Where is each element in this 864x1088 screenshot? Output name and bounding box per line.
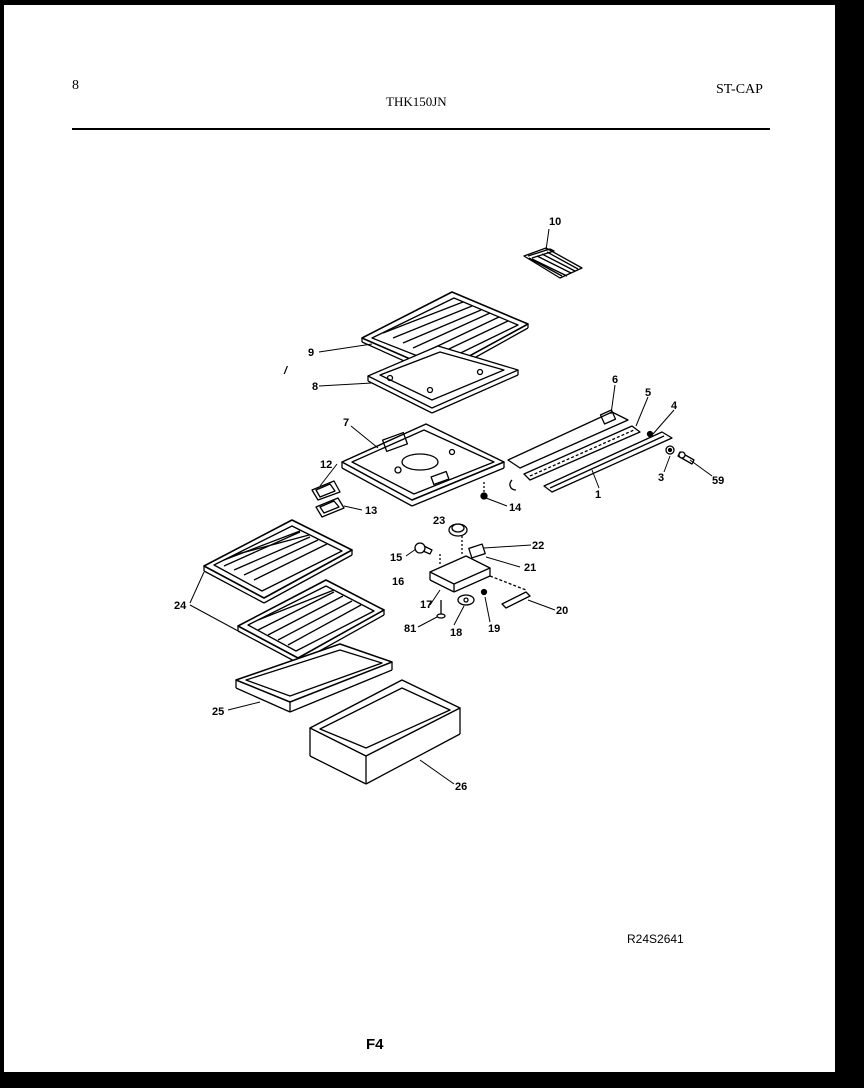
callout-81: 81 [404,623,416,635]
drawing-sheet [4,5,835,1072]
callout-12: 12 [320,459,332,471]
part-24-upper-shelf [203,519,353,604]
part-8-shelf-frame [367,345,519,414]
callout-6: 6 [612,374,618,386]
callout-59: 59 [712,475,724,487]
callout-1: / [283,365,289,377]
part-19-screw [480,588,488,596]
part-25-crisper-cover [235,643,393,713]
part-59-screw [677,451,695,465]
part-18-washer [457,594,475,606]
part-1-channel [543,431,673,493]
part-22-socket [468,543,486,559]
part-4-screw [646,430,654,438]
callout-8: 8 [312,381,318,393]
part-14-screw [480,492,488,500]
callout-23: 23 [433,515,445,527]
page-number: 8 [72,78,79,93]
section-code: ST-CAP [716,82,763,97]
callout-25: 25 [212,706,224,718]
callout-16: 16 [392,576,404,588]
part-10-grille [523,247,583,279]
callout-1b: 1 [595,489,601,501]
part-5-heater [509,425,641,491]
part-26-crisper-drawer [309,679,461,785]
callout-4: 4 [671,400,678,412]
callout-3: 3 [658,472,664,484]
callout-20: 20 [556,605,568,617]
part-12-clip [311,480,341,501]
callout-21: 21 [524,562,536,574]
part-7-cover [341,423,505,507]
callout-10: 10 [549,216,561,228]
figure-code: F4 [366,1036,384,1053]
callout-5: 5 [645,387,651,399]
part-23-knob [448,523,468,537]
callout-18: 18 [450,627,462,639]
part-15-bulb [414,542,433,555]
callout-19: 19 [488,623,500,635]
part-17-housing [429,555,491,593]
callout-14: 14 [509,502,522,514]
part-13-clip [315,497,345,518]
callout-24: 24 [174,600,187,612]
model-number: THK150JN [386,94,447,109]
header-rule [72,128,770,130]
callout-9: 9 [308,347,314,359]
part-81-screw [436,600,446,619]
part-3-fastener [665,445,675,455]
callout-26: 26 [455,781,467,793]
callout-15: 15 [390,552,402,564]
callout-17: 17 [420,599,432,611]
callout-7: 7 [343,417,349,429]
callout-22: 22 [532,540,544,552]
part-20-switch [501,591,531,609]
part-6-rail [507,409,629,469]
reference-code: R24S2641 [627,932,684,946]
callout-13: 13 [365,505,377,517]
